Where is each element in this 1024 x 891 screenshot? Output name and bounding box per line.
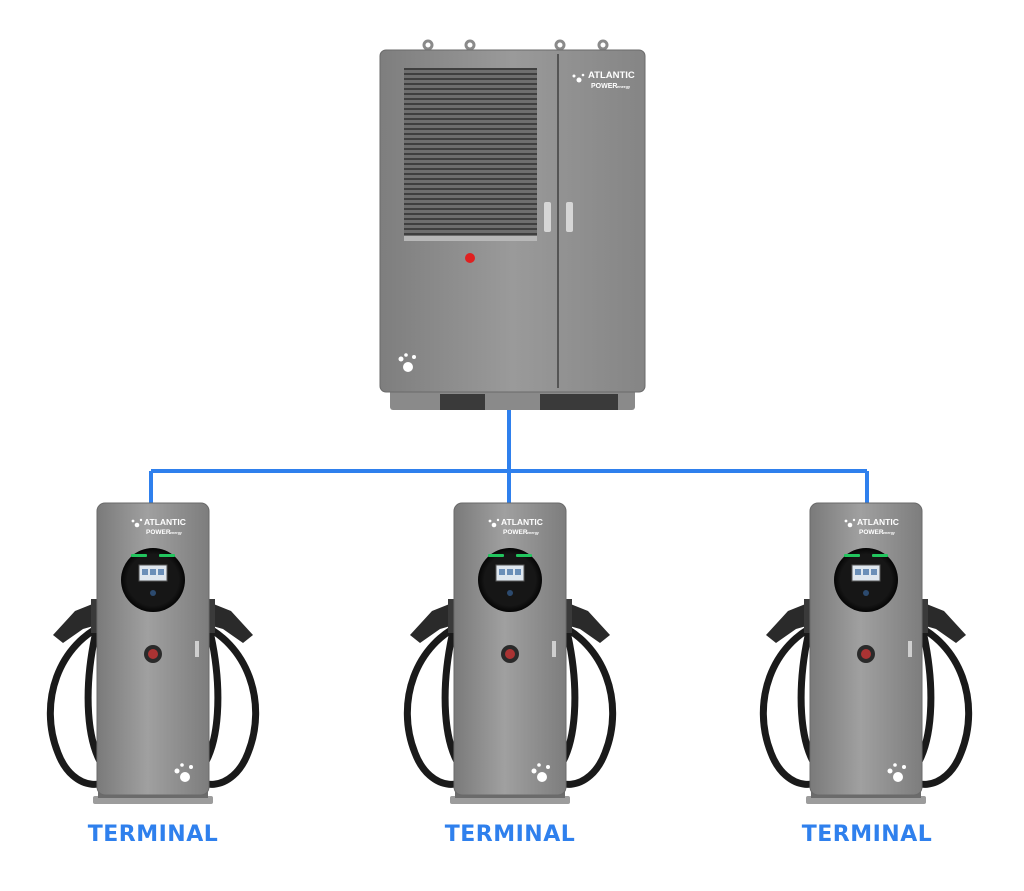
terminal-2-brand-logo: ATLANTIC POWER energy (488, 517, 543, 536)
terminal-1-brand-logo: ATLANTIC POWER energy (131, 517, 186, 536)
terminal-3-brand-line2: POWER (859, 529, 884, 536)
terminal-1-brand-line1: ATLANTIC (144, 517, 186, 527)
terminal-2-brand-line2-suffix: energy (527, 531, 539, 535)
terminal-2: ATLANTIC POWER energy (407, 503, 612, 804)
terminal-2-label: TERMINAL (444, 822, 576, 847)
terminal-1: ATLANTIC POWER energy (50, 503, 255, 804)
terminal-3-brand-logo: ATLANTIC POWER energy (844, 517, 899, 536)
terminal-1-label: TERMINAL (87, 822, 219, 847)
terminal-1-brand-line2-suffix: energy (170, 531, 182, 535)
terminal-3-brand-line2-suffix: energy (883, 531, 895, 535)
connection-lines (149, 410, 869, 503)
terminal-2-brand-line1: ATLANTIC (501, 517, 543, 527)
terminal-3-brand-line1: ATLANTIC (857, 517, 899, 527)
cabinet-brand-line1: ATLANTIC (588, 70, 635, 81)
power-cabinet: ATLANTIC POWER energy (379, 39, 646, 410)
cabinet-logo-icon (398, 353, 416, 372)
cabinet-brand-logo: ATLANTIC POWER energy (572, 70, 635, 90)
terminal-3: ATLANTIC POWER energy (763, 503, 968, 804)
cabinet-brand-line2-suffix: energy (617, 84, 631, 89)
terminal-2-brand-line2: POWER (503, 529, 528, 536)
terminal-1-brand-line2: POWER (146, 529, 171, 536)
terminal-3-label: TERMINAL (801, 822, 933, 847)
cabinet-brand-line2: POWER (591, 83, 617, 90)
cabinet-indicator-light (465, 253, 475, 263)
